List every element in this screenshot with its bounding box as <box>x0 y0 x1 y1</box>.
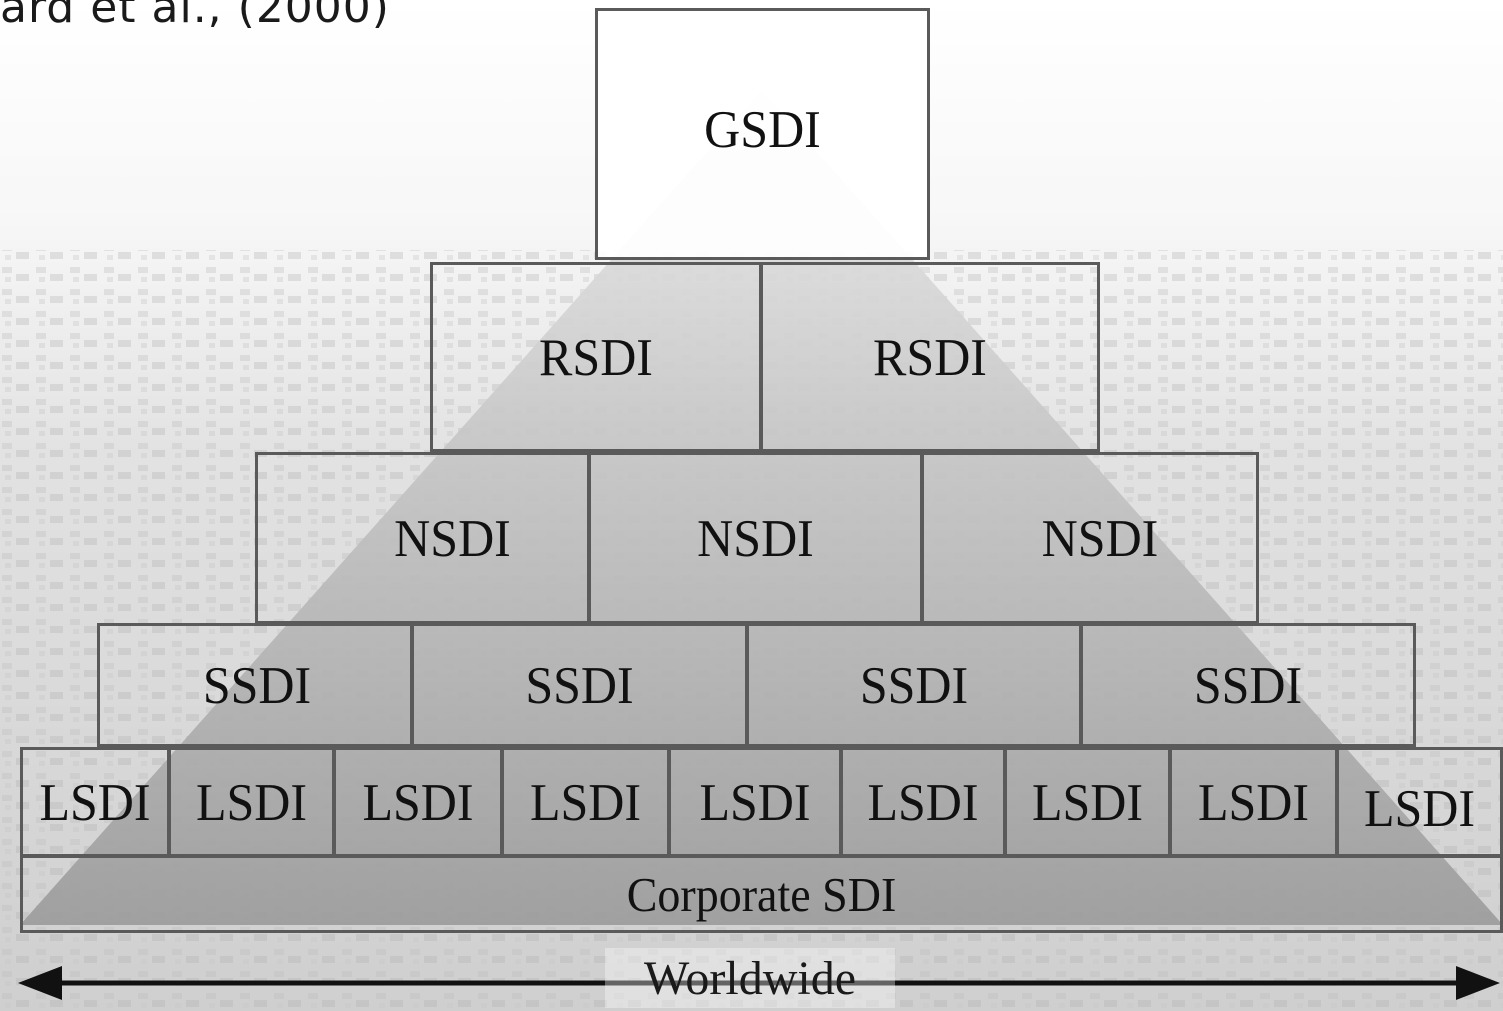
arrow-right-head <box>1456 966 1500 1000</box>
ssdi-box: SSDI <box>1080 623 1416 747</box>
rsdi-box: RSDI <box>760 262 1100 452</box>
lsdi-box: LSDI <box>333 747 503 857</box>
lsdi-box: LSDI <box>501 747 670 857</box>
pyramid-shape <box>20 90 1503 925</box>
gsdi-label: GSDI <box>704 99 821 159</box>
gsdi-box: GSDI <box>595 8 930 260</box>
lsdi-label: LSDI <box>1363 778 1476 838</box>
worldwide-label: Worldwide <box>605 948 895 1008</box>
ssdi-label: SSDI <box>525 655 634 715</box>
arrow-left-head <box>18 966 62 1000</box>
lsdi-box: LSDI <box>1169 747 1338 857</box>
lsdi-box: LSDI <box>20 747 170 857</box>
nsdi-box: NSDI <box>588 452 923 624</box>
lsdi-label: LSDI <box>1031 772 1144 832</box>
corporate-sdi-box: Corporate SDI <box>20 855 1503 933</box>
lsdi-label: LSDI <box>1197 772 1310 832</box>
lsdi-box: LSDI <box>1004 747 1171 857</box>
lsdi-box: LSDI <box>840 747 1006 857</box>
lsdi-label: LSDI <box>39 772 151 832</box>
rsdi-label: RSDI <box>873 327 987 387</box>
lsdi-label: LSDI <box>867 772 979 832</box>
nsdi-label: NSDI <box>1041 508 1159 568</box>
rsdi-box: RSDI <box>430 262 762 452</box>
nsdi-label: NSDI <box>697 508 814 568</box>
ssdi-box: SSDI <box>97 623 413 747</box>
corporate-sdi-label: Corporate SDI <box>626 867 897 921</box>
ssdi-box: SSDI <box>411 623 748 747</box>
ssdi-label: SSDI <box>859 655 969 715</box>
lsdi-box: LSDI <box>668 747 842 857</box>
lsdi-box: LSDI <box>168 747 335 857</box>
nsdi-box: NSDI <box>921 452 1259 624</box>
nsdi-box: NSDI <box>255 452 590 624</box>
ssdi-label: SSDI <box>1193 655 1303 715</box>
lsdi-box: LSDI <box>1336 747 1503 857</box>
rsdi-label: RSDI <box>539 327 653 387</box>
lsdi-label: LSDI <box>195 772 308 832</box>
citation-text: ard et al., (2000) <box>0 0 390 33</box>
nsdi-label: NSDI <box>394 508 511 568</box>
lsdi-label: LSDI <box>529 772 642 832</box>
lsdi-label: LSDI <box>362 772 474 832</box>
ssdi-box: SSDI <box>746 623 1082 747</box>
lsdi-label: LSDI <box>699 772 811 832</box>
ssdi-label: SSDI <box>202 655 312 715</box>
